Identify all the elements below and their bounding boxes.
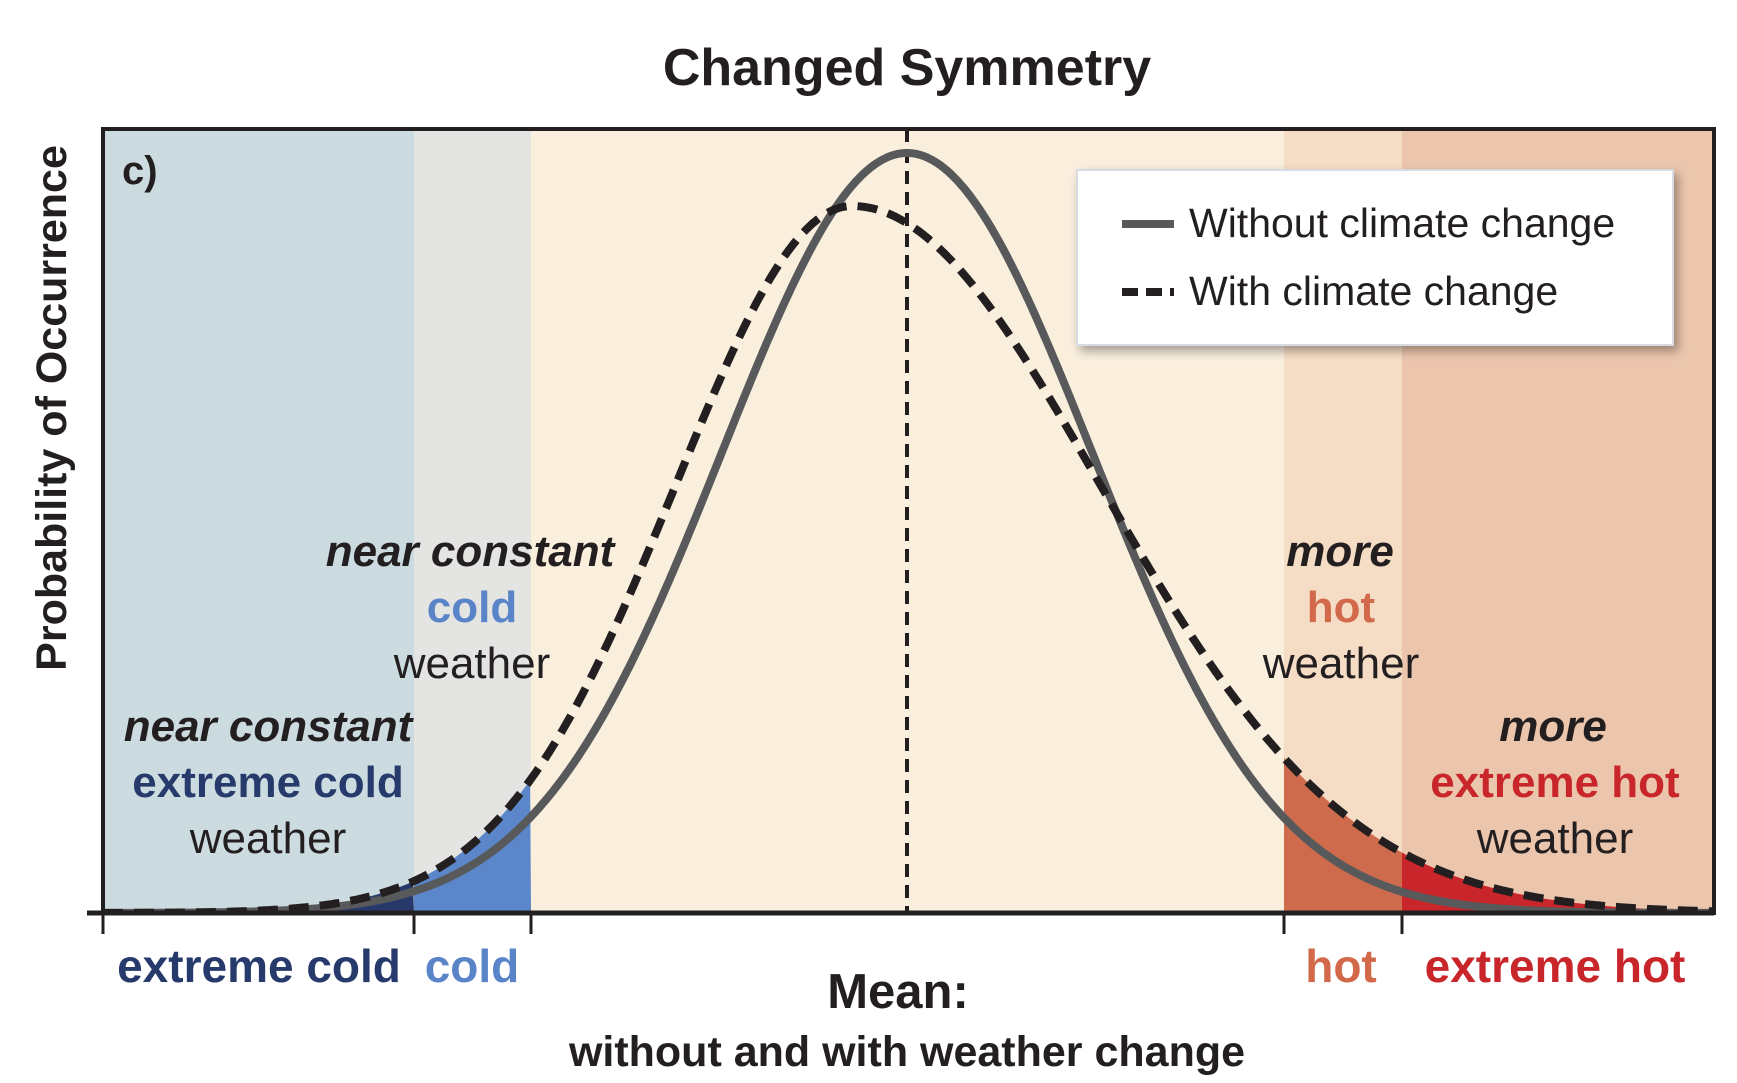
extreme-cold-annotation-line1: near constant [124,702,415,751]
extreme-cold-annotation-line2: extreme cold [132,758,403,807]
extreme-cold-region-bg [103,129,414,913]
legend-label-with: With climate change [1189,268,1558,314]
cold-annotation-line2: cold [427,583,517,632]
curve-with-climate-change [103,202,1714,913]
region-label-extreme-cold: extreme cold [117,940,401,992]
legend: Without climate change With climate chan… [1076,169,1674,346]
figure-title: Changed Symmetry [663,39,1151,97]
region-labels: extreme cold cold hot extreme hot [117,940,1685,992]
hot-annotation-line2: hot [1307,583,1376,632]
cold-annotation-line1: near constant [326,527,617,576]
extreme-hot-annotation-line2: extreme hot [1430,758,1680,807]
cold-annotation: near constant cold weather [326,527,617,688]
region-label-cold: cold [425,940,520,992]
extreme-hot-annotation-line1: more [1499,702,1607,751]
extreme-hot-tail-fill [1402,852,1714,913]
legend-box [1076,169,1674,346]
hot-annotation: more hot weather [1262,527,1420,688]
extreme-hot-annotation: more extreme hot weather [1430,702,1680,863]
curves [103,149,1714,913]
x-axis-ticks [101,913,1404,934]
panel-label: c) [122,149,158,193]
hot-annotation-line3: weather [1262,639,1420,688]
curve-without-climate-change [103,149,1714,913]
hot-annotation-line1: more [1286,527,1394,576]
region-label-extreme-hot: extreme hot [1425,940,1686,992]
hot-tail-fill [1284,757,1402,913]
extreme-cold-annotation: near constant extreme cold weather [124,702,415,863]
x-axis-label-line1: Mean: [827,965,969,1019]
cold-annotation-line3: weather [393,639,551,688]
extreme-cold-annotation-line3: weather [189,814,347,863]
region-label-hot: hot [1305,940,1377,992]
cold-region-bg [414,129,531,913]
y-axis-label: Probability of Occurrence [28,145,76,671]
legend-label-without: Without climate change [1189,200,1615,246]
x-axis-label-line2: without and with weather change [568,1028,1245,1076]
extreme-hot-annotation-line3: weather [1476,814,1634,863]
